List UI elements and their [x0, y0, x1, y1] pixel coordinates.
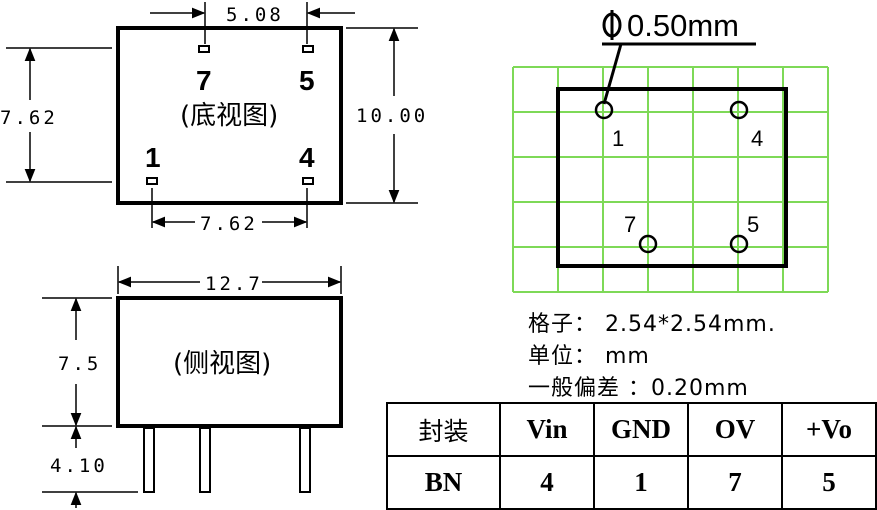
side-pin-left — [143, 427, 155, 493]
pin-label-5: 5 — [299, 65, 315, 96]
side-view-label: (侧视图) — [173, 349, 271, 379]
hole-layout: 1 4 7 5 0.50mm — [512, 8, 829, 293]
pin-label-1: 1 — [145, 142, 161, 173]
footprint-outline — [556, 87, 788, 268]
pin-pad-4 — [302, 177, 314, 185]
cell-vo: 5 — [781, 455, 877, 510]
header-ov: OV — [687, 402, 783, 457]
pin-table: 封装 Vin GND OV +Vo BN 4 1 7 5 — [386, 402, 877, 510]
header-gnd: GND — [593, 402, 689, 457]
pin-label-7: 7 — [196, 65, 212, 96]
side-view: (侧视图) 12.7 7.5 4.10 — [42, 266, 343, 508]
hole-diameter: 0.50mm — [627, 8, 739, 43]
dim-7-62-left: 7.62 — [0, 107, 58, 129]
hole-4 — [729, 100, 749, 120]
dim-7-62-bottom: 7.62 — [200, 213, 258, 235]
side-pin-right — [299, 427, 311, 493]
hole-label-7: 7 — [624, 212, 636, 237]
hole-7 — [638, 234, 658, 254]
bottom-view-label: (底视图) — [180, 101, 278, 131]
pin-table-header-row: 封装 Vin GND OV +Vo — [386, 402, 877, 457]
grid — [512, 66, 829, 293]
diameter-leader — [602, 43, 623, 105]
side-pin-middle — [199, 427, 211, 493]
pin-table-row: BN 4 1 7 5 — [386, 455, 877, 510]
spec-tolerance: 一般偏差 ：0.20mm — [528, 376, 749, 401]
header-vo: +Vo — [781, 402, 877, 457]
pin-label-4: 4 — [299, 142, 315, 173]
dim-12-7: 12.7 — [205, 273, 263, 295]
spec-grid: 格子： 2.54*2.54mm. — [528, 312, 776, 337]
pin-pad-1 — [146, 177, 158, 185]
dim-7-5: 7.5 — [58, 353, 101, 375]
spec-unit: 单位： mm — [528, 344, 650, 369]
dim-4-10: 4.10 — [50, 455, 108, 477]
diameter-symbol — [602, 10, 622, 40]
bottom-view: 7 5 1 4 (底视图) 5.08 7.62 10.00 7.62 — [0, 2, 428, 235]
dim-10-00: 10.00 — [356, 105, 428, 127]
dim-5-08: 5.08 — [226, 4, 284, 26]
hole-5 — [729, 234, 749, 254]
pin-pad-5 — [302, 45, 314, 53]
cell-package: BN — [386, 455, 501, 510]
hole-label-4: 4 — [751, 126, 763, 151]
side-view-body — [116, 296, 343, 428]
header-vin: Vin — [499, 402, 595, 457]
hole-label-1: 1 — [612, 126, 624, 151]
bottom-view-body — [116, 26, 343, 205]
cell-ov: 7 — [687, 455, 783, 510]
header-package: 封装 — [386, 402, 501, 457]
cell-gnd: 1 — [593, 455, 689, 510]
hole-label-5: 5 — [747, 212, 759, 237]
pin-pad-7 — [198, 45, 210, 53]
cell-vin: 4 — [499, 455, 595, 510]
